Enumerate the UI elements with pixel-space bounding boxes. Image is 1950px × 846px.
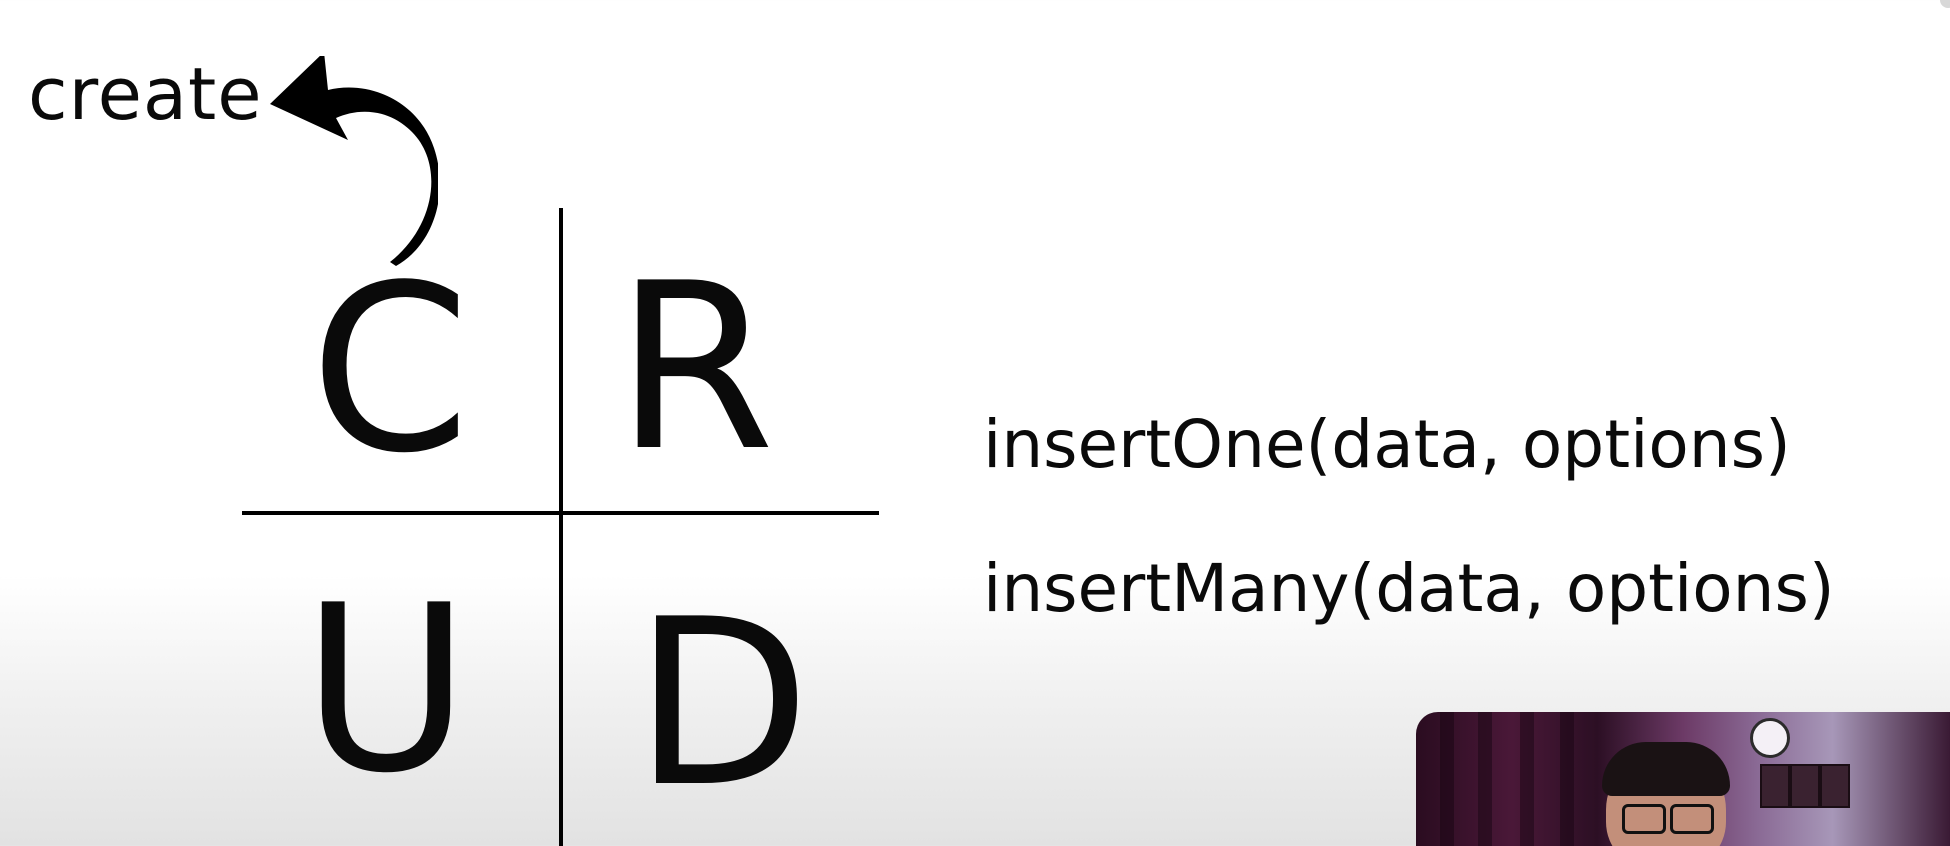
picture-frame-icon: [1790, 764, 1820, 808]
curtain-fold: [1520, 712, 1534, 846]
curtain-fold: [1478, 712, 1492, 846]
curtain-fold: [1560, 712, 1574, 846]
presenter-hair: [1602, 742, 1730, 796]
picture-frame-icon: [1760, 764, 1790, 808]
picture-frame-icon: [1820, 764, 1850, 808]
webcam-overlay: [1416, 712, 1950, 846]
letter-u: U: [301, 557, 471, 824]
wall-frames: [1760, 764, 1850, 808]
create-label: create: [28, 52, 263, 136]
letter-r: R: [615, 235, 775, 502]
corner-indicator: [1940, 0, 1950, 8]
glasses-icon: [1622, 804, 1714, 834]
vertical-divider: [559, 208, 563, 846]
method-insert-many: insertMany(data, options): [983, 550, 1835, 627]
letter-c: C: [309, 237, 471, 504]
letter-d: D: [633, 571, 811, 838]
curtain-fold: [1440, 712, 1454, 846]
curved-arrow-icon: [270, 56, 438, 266]
horizontal-divider: [242, 511, 879, 515]
wall-clock-icon: [1750, 718, 1790, 758]
method-insert-one: insertOne(data, options): [983, 406, 1791, 483]
